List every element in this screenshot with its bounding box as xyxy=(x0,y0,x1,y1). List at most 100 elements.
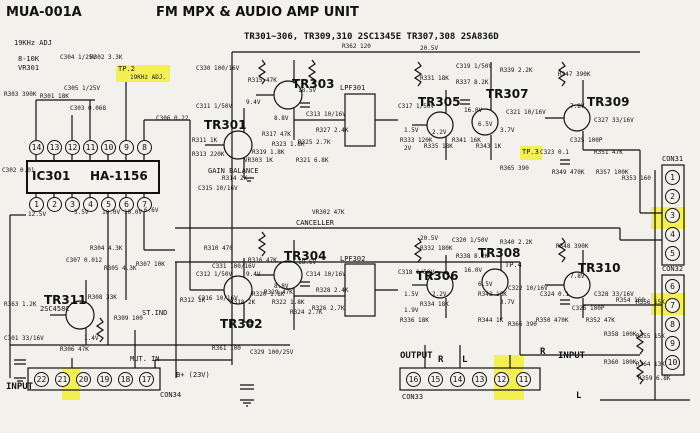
voltage-4: 18.5V xyxy=(298,259,317,266)
part-r315: R315 47K xyxy=(248,77,277,84)
part-r317: R317 47K xyxy=(262,131,291,138)
part-r310: R310 470 xyxy=(204,245,233,252)
voltage-20: 6.5V xyxy=(478,121,493,128)
ic-pin-14: 14 xyxy=(29,140,44,155)
con34-pin-22: 22 xyxy=(34,372,49,387)
part-c321: C321 10/16V xyxy=(506,109,546,116)
part-r333: R333 120K xyxy=(400,137,433,144)
part-r336: R336 18K xyxy=(400,317,429,324)
vr301-value: 8-10K xyxy=(18,55,40,63)
part-c311: C311 1/50V xyxy=(196,103,233,110)
con34-pin-17: 17 xyxy=(139,372,154,387)
part-r339: R339 2.2K xyxy=(500,67,533,74)
tr310-label: TR310 xyxy=(578,261,621,275)
part-r331: R331 18K xyxy=(420,75,449,82)
part-c319: C319 1/50V xyxy=(456,63,493,70)
tp3-label: TP.3 xyxy=(522,148,539,156)
ic301-body: IC301 HA-1156 xyxy=(26,160,160,194)
ic-pin-6: 6 xyxy=(119,197,134,212)
part-r321: R321 6.8K xyxy=(296,157,329,164)
model-number: MUA-001A xyxy=(6,5,82,20)
part-r366: R366 390 xyxy=(508,321,537,328)
voltage-17: 1.5V xyxy=(404,291,419,298)
part-r361: R361 100 xyxy=(212,345,241,352)
tp2-label: TP.2 xyxy=(118,65,135,73)
part-r338: R338 8.2K xyxy=(456,253,489,260)
lpf302-label: LPF302 xyxy=(340,255,366,263)
part-c330: C330 100/16V xyxy=(196,65,240,72)
ic-pin-9: 9 xyxy=(119,140,134,155)
tr308-label: TR308 xyxy=(478,246,521,260)
con32-pin-7: 7 xyxy=(665,298,680,313)
part-r337: R337 8.2K xyxy=(456,79,489,86)
vr301-title: 19KHz ADJ xyxy=(14,39,52,47)
con31-pin-1: 1 xyxy=(665,170,680,185)
part-r355: R355 15K xyxy=(636,333,665,340)
highlight-tp2 xyxy=(116,65,170,82)
part-r325: R325 2.7K xyxy=(298,139,331,146)
ic-pin-13: 13 xyxy=(47,140,62,155)
voltage-23: 3.7V xyxy=(500,299,515,306)
tr304-label: TR304 xyxy=(284,249,327,263)
part-r305: R305 4.3K xyxy=(104,265,137,272)
tr301-label: TR301 xyxy=(204,118,247,132)
part-r350: R350 470K xyxy=(536,317,569,324)
st-ind-label: ST.IND xyxy=(142,309,168,317)
part-c302: C302 0.01 xyxy=(2,167,35,174)
con33-pin-16: 16 xyxy=(406,372,421,387)
voltage-26: 1.4V xyxy=(84,335,99,342)
voltage-12: 10.0V xyxy=(124,209,143,216)
canceller-label: CANCELLER xyxy=(296,219,334,227)
part-c323: C323 0.1 xyxy=(540,149,569,156)
lpf301-label: LPF301 xyxy=(340,84,366,92)
tr302-label: TR302 xyxy=(220,317,263,331)
part-c324: C324 0.1 xyxy=(540,291,569,298)
ic-pin-1: 1 xyxy=(29,197,44,212)
part-r313: R313 220K xyxy=(192,151,225,158)
voltage-13: 6.6V xyxy=(144,207,159,214)
part-c304: C304 1/25V xyxy=(60,54,97,61)
part-r326: R326 2.7K xyxy=(312,305,345,312)
con32-pin-6: 6 xyxy=(665,279,680,294)
ic-pin-4: 4 xyxy=(83,197,98,212)
mute-in-label: MUT. IN xyxy=(130,355,160,363)
unit-title: FM MPX & AUDIO AMP UNIT xyxy=(156,5,359,20)
part-r354: R354 160 xyxy=(616,297,645,304)
part-r324: R324 2.7K xyxy=(290,309,323,316)
con33-pin-11: 11 xyxy=(516,372,531,387)
ic-pin-3: 3 xyxy=(65,197,80,212)
voltage-21: 6.5V xyxy=(478,281,493,288)
part-r302: R302 3.3K xyxy=(90,54,123,61)
part-r343: R343 1K xyxy=(476,143,502,150)
part-c322: C322 10/16V xyxy=(508,285,548,292)
part-c320: C320 1/50V xyxy=(452,237,489,244)
output-r-label: R xyxy=(438,355,444,365)
part-c305: C305 1/25V xyxy=(64,85,101,92)
part-r312: R312 1K xyxy=(180,297,206,304)
ic301-ref: IC301 xyxy=(32,169,71,183)
part-r316: R316 47K xyxy=(248,257,277,264)
voltage-1: 9.4V xyxy=(246,99,261,106)
con33-label: CON33 xyxy=(402,393,424,401)
con34-label: CON34 xyxy=(160,391,182,399)
part-c306: C306 0.22 xyxy=(156,115,189,122)
voltage-2: 18.5V xyxy=(298,87,317,94)
voltage-15: 1.5V xyxy=(404,127,419,134)
part-r309: R309 100 xyxy=(114,315,143,322)
voltage-14: 2.2V xyxy=(432,129,447,136)
part-r360: R360 100K xyxy=(604,359,637,366)
con34-pin-18: 18 xyxy=(118,372,133,387)
part-c326: C326 100P xyxy=(572,305,605,312)
voltage-7: 8.8V xyxy=(274,115,289,122)
part-r304: R304 4.3K xyxy=(90,245,123,252)
voltage-9: 12.5V xyxy=(28,211,47,218)
part-r319: R319 1.8K xyxy=(252,149,285,156)
voltage-16: 2.2V xyxy=(432,291,447,298)
tr311-type: 2SC458C xyxy=(40,305,70,313)
part-r301: R301 18K xyxy=(40,93,69,100)
part-r363: R363 1.2K xyxy=(4,301,37,308)
part-r314: R314 2K xyxy=(222,175,248,182)
con31-pin-3: 3 xyxy=(665,208,680,223)
part-c313: C313 10/16V xyxy=(306,111,346,118)
